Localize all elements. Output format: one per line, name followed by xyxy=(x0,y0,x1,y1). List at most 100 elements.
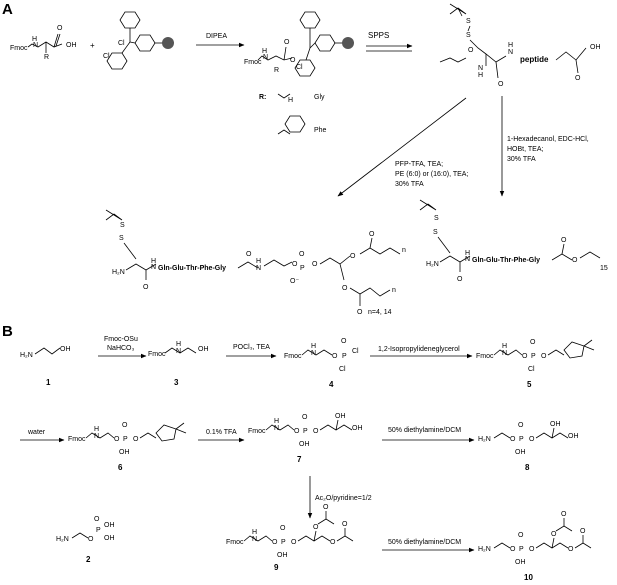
svg-text:N: N xyxy=(508,49,513,56)
svg-text:O: O xyxy=(57,25,63,32)
svg-text:P: P xyxy=(519,546,524,553)
svg-text:Fmoc: Fmoc xyxy=(68,436,86,443)
r-group-label: R: xyxy=(259,94,266,101)
svg-text:O: O xyxy=(332,353,338,360)
svg-text:OH: OH xyxy=(104,535,115,542)
svg-text:H: H xyxy=(262,48,267,55)
svg-text:peptide: peptide xyxy=(520,55,549,64)
svg-text:O: O xyxy=(299,251,305,258)
compound-5-label: 5 xyxy=(527,380,532,389)
svg-text:P: P xyxy=(123,436,128,443)
protected-peptide: S S O N H O N H peptide OH O xyxy=(439,3,601,88)
svg-text:O: O xyxy=(498,81,504,88)
svg-text:O: O xyxy=(292,261,298,268)
spps-label: SPPS xyxy=(368,31,389,40)
svg-text:O: O xyxy=(341,338,347,345)
svg-text:O: O xyxy=(342,521,348,528)
lipopeptide-pe: S S H₂N H N O Gln-Glu-Thr-Phe-Gly O N H … xyxy=(105,209,406,316)
step3-reagent: 1,2-Isopropylideneglycerol xyxy=(378,346,460,353)
svg-text:Gln-Glu-Thr-Phe-Gly: Gln-Glu-Thr-Phe-Gly xyxy=(158,265,226,272)
compound-4: Fmoc H N O P O Cl Cl xyxy=(284,338,359,373)
svg-text:OH: OH xyxy=(299,441,310,448)
svg-text:N: N xyxy=(94,433,99,440)
phe-sidechain xyxy=(277,115,306,135)
svg-text:O: O xyxy=(572,257,578,264)
svg-text:O: O xyxy=(350,253,356,260)
svg-text:H₂N: H₂N xyxy=(478,436,491,443)
svg-text:Cl: Cl xyxy=(103,53,110,60)
compound-10-label: 10 xyxy=(524,573,533,582)
svg-text:O: O xyxy=(133,436,139,443)
svg-text:O: O xyxy=(88,536,94,543)
resin-bead-icon xyxy=(162,37,174,49)
step4-reagent: water xyxy=(27,429,46,436)
svg-text:OH: OH xyxy=(590,44,601,51)
svg-text:n: n xyxy=(392,287,396,294)
compound-1: H₂N OH xyxy=(20,346,71,359)
compound-3-label: 3 xyxy=(174,378,179,387)
svg-text:Fmoc: Fmoc xyxy=(248,428,266,435)
step1-reagent-a: Fmoc-OSu xyxy=(104,336,138,343)
svg-text:O: O xyxy=(294,428,300,435)
svg-text:S: S xyxy=(434,215,439,222)
resin-bead-icon xyxy=(342,37,354,49)
svg-text:O: O xyxy=(457,276,463,283)
svg-text:O: O xyxy=(561,511,567,518)
svg-text:OH: OH xyxy=(277,552,288,559)
svg-text:H: H xyxy=(465,250,470,257)
step8-reagent: 50% diethylamine/DCM xyxy=(388,539,461,546)
svg-text:15: 15 xyxy=(600,265,608,272)
svg-text:O: O xyxy=(246,251,252,258)
svg-text:O: O xyxy=(468,47,474,54)
svg-text:O: O xyxy=(518,422,524,429)
svg-text:H: H xyxy=(502,343,507,350)
svg-text:OH: OH xyxy=(60,346,71,353)
svg-text:S: S xyxy=(433,229,438,236)
panel-b-label: B xyxy=(2,323,13,340)
svg-text:P: P xyxy=(519,436,524,443)
svg-text:O⁻: O⁻ xyxy=(290,278,299,285)
svg-text:S: S xyxy=(466,18,471,25)
svg-text:Gln-Glu-Thr-Phe-Gly: Gln-Glu-Thr-Phe-Gly xyxy=(472,257,540,264)
svg-text:O: O xyxy=(575,75,581,82)
svg-text:N: N xyxy=(311,350,316,357)
svg-text:Cl: Cl xyxy=(339,366,346,373)
svg-text:O: O xyxy=(522,353,528,360)
compound-5: Fmoc H N O P O Cl O xyxy=(476,339,595,373)
svg-text:H: H xyxy=(252,529,257,536)
svg-text:H: H xyxy=(151,258,156,265)
svg-text:H: H xyxy=(32,36,37,43)
svg-text:O: O xyxy=(302,414,308,421)
step5-reagent: 0.1% TFA xyxy=(206,429,237,436)
svg-text:P: P xyxy=(531,353,536,360)
gly-sidechain xyxy=(277,93,291,99)
svg-text:OH: OH xyxy=(119,449,130,456)
svg-text:H: H xyxy=(508,42,513,49)
svg-text:H₂N: H₂N xyxy=(112,269,125,276)
svg-text:O: O xyxy=(312,261,318,268)
cond-right-2: HOBt, TEA; xyxy=(507,146,543,153)
svg-text:O: O xyxy=(122,422,128,429)
svg-text:OH: OH xyxy=(550,421,561,428)
svg-text:H: H xyxy=(176,341,181,348)
svg-text:OH: OH xyxy=(352,425,363,432)
step6-reagent: 50% diethylamine/DCM xyxy=(388,427,461,434)
arrow-pfp xyxy=(337,97,467,197)
svg-text:OH: OH xyxy=(104,522,115,529)
svg-text:OH: OH xyxy=(335,413,346,420)
compound-6-label: 6 xyxy=(118,463,123,472)
svg-text:N: N xyxy=(252,536,257,543)
svg-text:O: O xyxy=(342,285,348,292)
svg-text:O: O xyxy=(291,539,297,546)
svg-text:O: O xyxy=(529,546,535,553)
svg-text:Fmoc: Fmoc xyxy=(284,353,302,360)
svg-text:O: O xyxy=(114,436,120,443)
svg-text:Fmoc: Fmoc xyxy=(148,351,166,358)
svg-text:H: H xyxy=(478,72,483,79)
svg-text:H: H xyxy=(288,97,293,104)
svg-text:O: O xyxy=(369,231,375,238)
svg-text:R: R xyxy=(274,67,279,74)
phe-label: Phe xyxy=(314,127,327,134)
svg-text:O: O xyxy=(284,39,290,46)
n-values-note: n=4, 14 xyxy=(368,309,392,316)
